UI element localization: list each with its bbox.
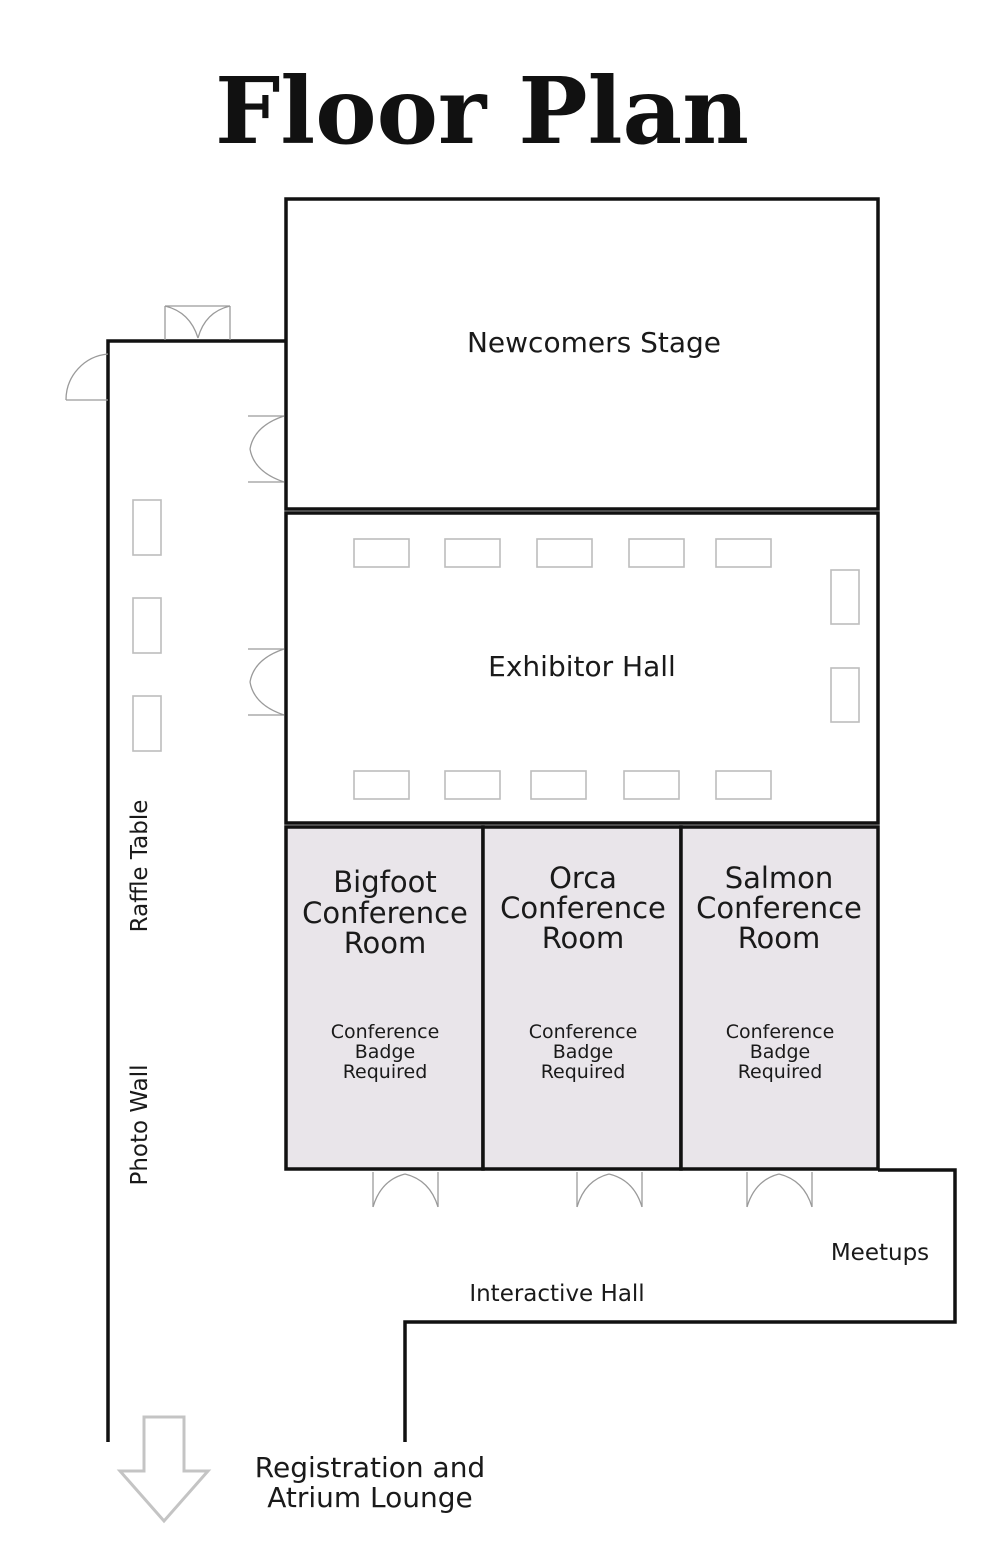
orca-label-line3: Room xyxy=(542,921,625,955)
hallway-table xyxy=(132,499,162,556)
bigfoot-badge-line3: Required xyxy=(343,1061,428,1083)
doors xyxy=(65,305,813,1208)
salmon-label-line2: Conference xyxy=(696,891,862,925)
bigfoot-label-line3: Room xyxy=(344,926,427,960)
orca-label-line2: Conference xyxy=(500,891,666,925)
exhibitor-table xyxy=(628,538,685,568)
page-title: Floor Plan xyxy=(215,57,749,165)
newcomers-stage-room[interactable] xyxy=(284,197,880,511)
photo-wall-label: Photo Wall xyxy=(127,1064,153,1185)
salmon-conference-room[interactable] xyxy=(679,825,880,1171)
registration-label-line2: Atrium Lounge xyxy=(267,1481,473,1514)
conference-rooms xyxy=(284,825,880,1171)
interactive-hall-label: Interactive Hall xyxy=(469,1281,644,1307)
bigfoot-label-line1: Bigfoot xyxy=(333,865,436,899)
door-icon xyxy=(248,648,285,716)
exhibitor-table xyxy=(830,569,860,625)
hallway-table xyxy=(132,597,162,654)
exhibitor-table xyxy=(353,538,410,568)
salmon-badge-line2: Badge xyxy=(750,1041,811,1063)
bigfoot-badge-line1: Conference xyxy=(331,1021,440,1043)
door-icon xyxy=(576,1172,643,1208)
arrow-down-icon xyxy=(116,1415,212,1524)
meetups-label: Meetups xyxy=(831,1240,929,1266)
exhibitor-tables xyxy=(353,538,860,800)
door-icon xyxy=(372,1172,439,1208)
door-icon xyxy=(164,305,231,340)
door-icon xyxy=(248,415,285,483)
salmon-label-line3: Room xyxy=(738,921,821,955)
orca-conference-room[interactable] xyxy=(481,825,683,1171)
orca-badge-line3: Required xyxy=(541,1061,626,1083)
door-icon xyxy=(65,353,109,401)
hallway-tables xyxy=(132,499,162,752)
orca-badge-line1: Conference xyxy=(529,1021,638,1043)
newcomers-stage-label: Newcomers Stage xyxy=(467,326,721,359)
salmon-label-line1: Salmon xyxy=(725,861,834,895)
hallway-table xyxy=(132,695,162,752)
exhibitor-hall-label: Exhibitor Hall xyxy=(488,650,676,683)
raffle-table-label: Raffle Table xyxy=(127,800,153,933)
door-icon xyxy=(746,1172,813,1208)
salmon-badge-line3: Required xyxy=(738,1061,823,1083)
exhibitor-table xyxy=(530,770,587,800)
exhibitor-table xyxy=(830,667,860,723)
registration-label-line1: Registration and xyxy=(255,1451,485,1484)
orca-badge-line2: Badge xyxy=(553,1041,614,1063)
orca-label-line1: Orca xyxy=(549,861,617,895)
exhibitor-table xyxy=(715,770,772,800)
exhibitor-table xyxy=(536,538,593,568)
exhibitor-table xyxy=(715,538,772,568)
salmon-badge-line1: Conference xyxy=(726,1021,835,1043)
bigfoot-badge-line2: Badge xyxy=(355,1041,416,1063)
lower-right-wall xyxy=(403,1168,957,1442)
exhibitor-table xyxy=(444,770,501,800)
conference-labels: Bigfoot Conference Room Conference Badge… xyxy=(302,861,862,1083)
bigfoot-label-line2: Conference xyxy=(302,896,468,930)
exhibitor-table xyxy=(353,770,410,800)
bigfoot-conference-room[interactable] xyxy=(284,825,485,1171)
exhibitor-table xyxy=(623,770,680,800)
left-wall xyxy=(106,339,286,1442)
walls xyxy=(106,339,957,1442)
exhibitor-table xyxy=(444,538,501,568)
